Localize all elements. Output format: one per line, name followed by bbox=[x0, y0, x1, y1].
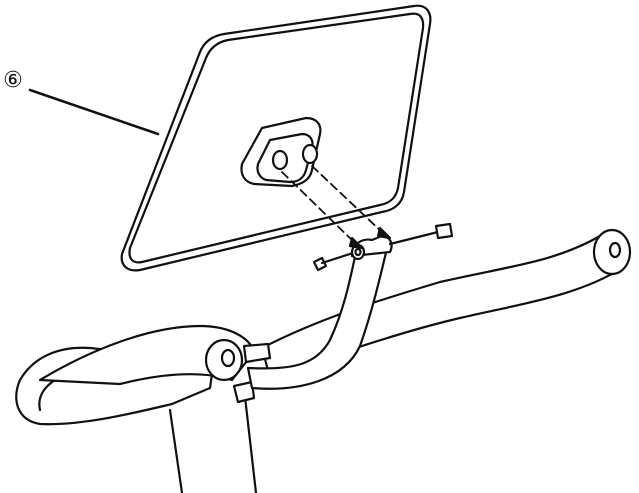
stem-line-left bbox=[168, 408, 184, 493]
handlebar-end-hole bbox=[608, 241, 622, 259]
mount-hole-right bbox=[301, 143, 319, 165]
handlebar-upper-tube bbox=[38, 324, 256, 386]
guide-arrow-right bbox=[376, 226, 392, 240]
clamp-base bbox=[232, 380, 256, 404]
stem-line-right bbox=[242, 386, 258, 493]
guide-lines bbox=[281, 165, 385, 245]
callout-label-6: ⑥ bbox=[3, 68, 23, 93]
mount-hole-left bbox=[271, 149, 289, 171]
tablet-plate-inner bbox=[128, 12, 425, 264]
screw-right bbox=[388, 222, 454, 246]
callout-leader bbox=[28, 88, 160, 136]
clamp-knob-hole bbox=[220, 348, 236, 368]
guide-arrow-left bbox=[348, 236, 364, 250]
clamp-bolt bbox=[242, 342, 272, 364]
